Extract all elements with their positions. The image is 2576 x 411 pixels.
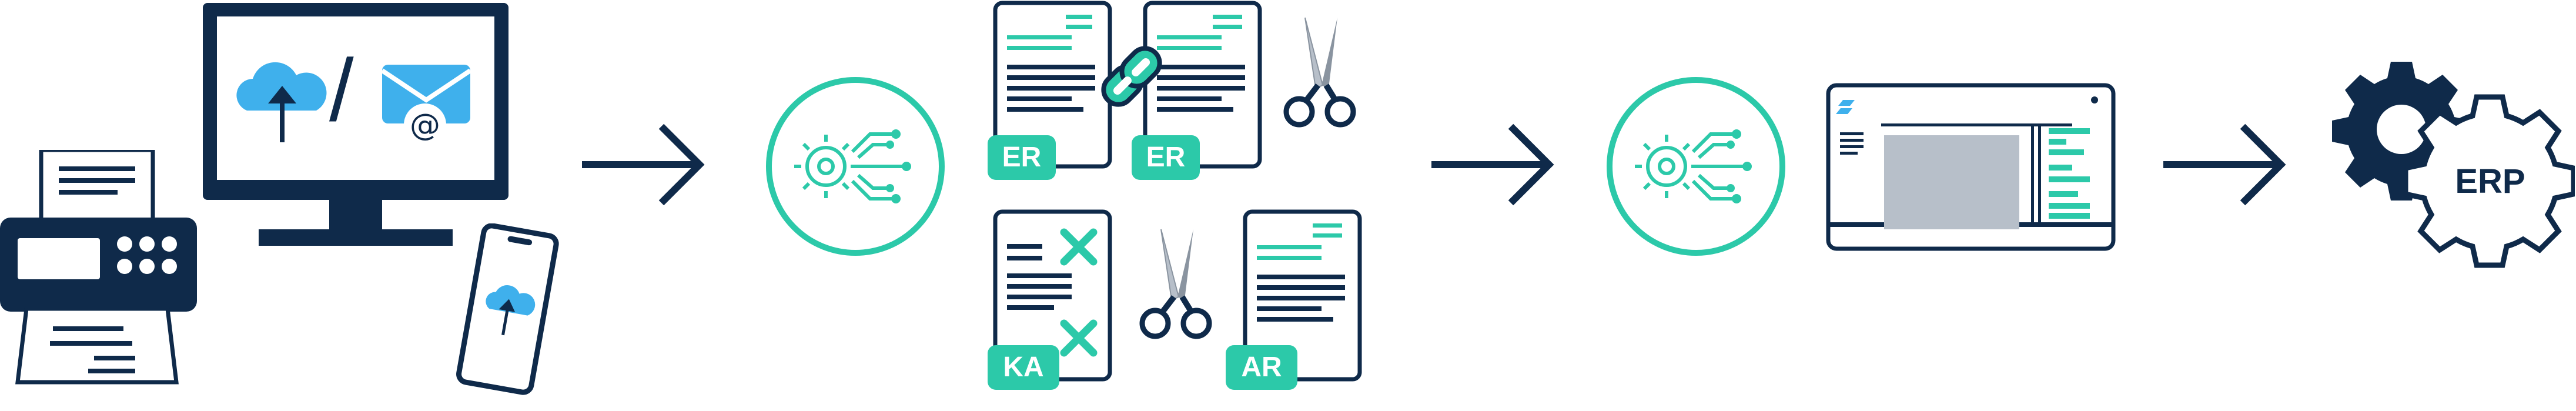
document-badge-ka: KA	[988, 345, 1059, 390]
flow-arrow-3	[2163, 123, 2286, 206]
smartphone-icon	[456, 223, 559, 395]
scissors-icon	[1139, 229, 1212, 339]
cloud-upload-icon	[236, 62, 327, 142]
flow-arrow-1	[582, 123, 705, 206]
flow-arrow-2	[1431, 123, 1554, 206]
fax-printer-icon	[0, 150, 197, 385]
scissors-icon	[1283, 17, 1356, 128]
document-splitting-group: ER ER	[988, 0, 1376, 411]
document-icon	[1243, 209, 1362, 382]
svg-text:@: @	[410, 108, 440, 143]
ai-gear-circuit-icon	[1607, 77, 1785, 256]
ai-gear-circuit-icon	[766, 77, 945, 256]
document-badge-ar: AR	[1226, 345, 1297, 390]
document-badge-er-2: ER	[1132, 135, 1200, 180]
erp-system: ERP	[2328, 59, 2575, 270]
erp-label: ERP	[2455, 162, 2525, 201]
document-icon	[1143, 1, 1262, 169]
document-badge-er-1: ER	[988, 135, 1056, 180]
reject-x-icon	[1060, 228, 1098, 266]
link-chain-icon	[1101, 46, 1162, 107]
input-channels: / @	[0, 0, 564, 411]
channel-separator: /	[329, 41, 354, 139]
email-icon: @	[380, 65, 472, 146]
validation-window-icon	[1826, 83, 2116, 251]
reject-x-icon	[1060, 319, 1098, 357]
erp-gears-icon	[2332, 62, 2575, 268]
